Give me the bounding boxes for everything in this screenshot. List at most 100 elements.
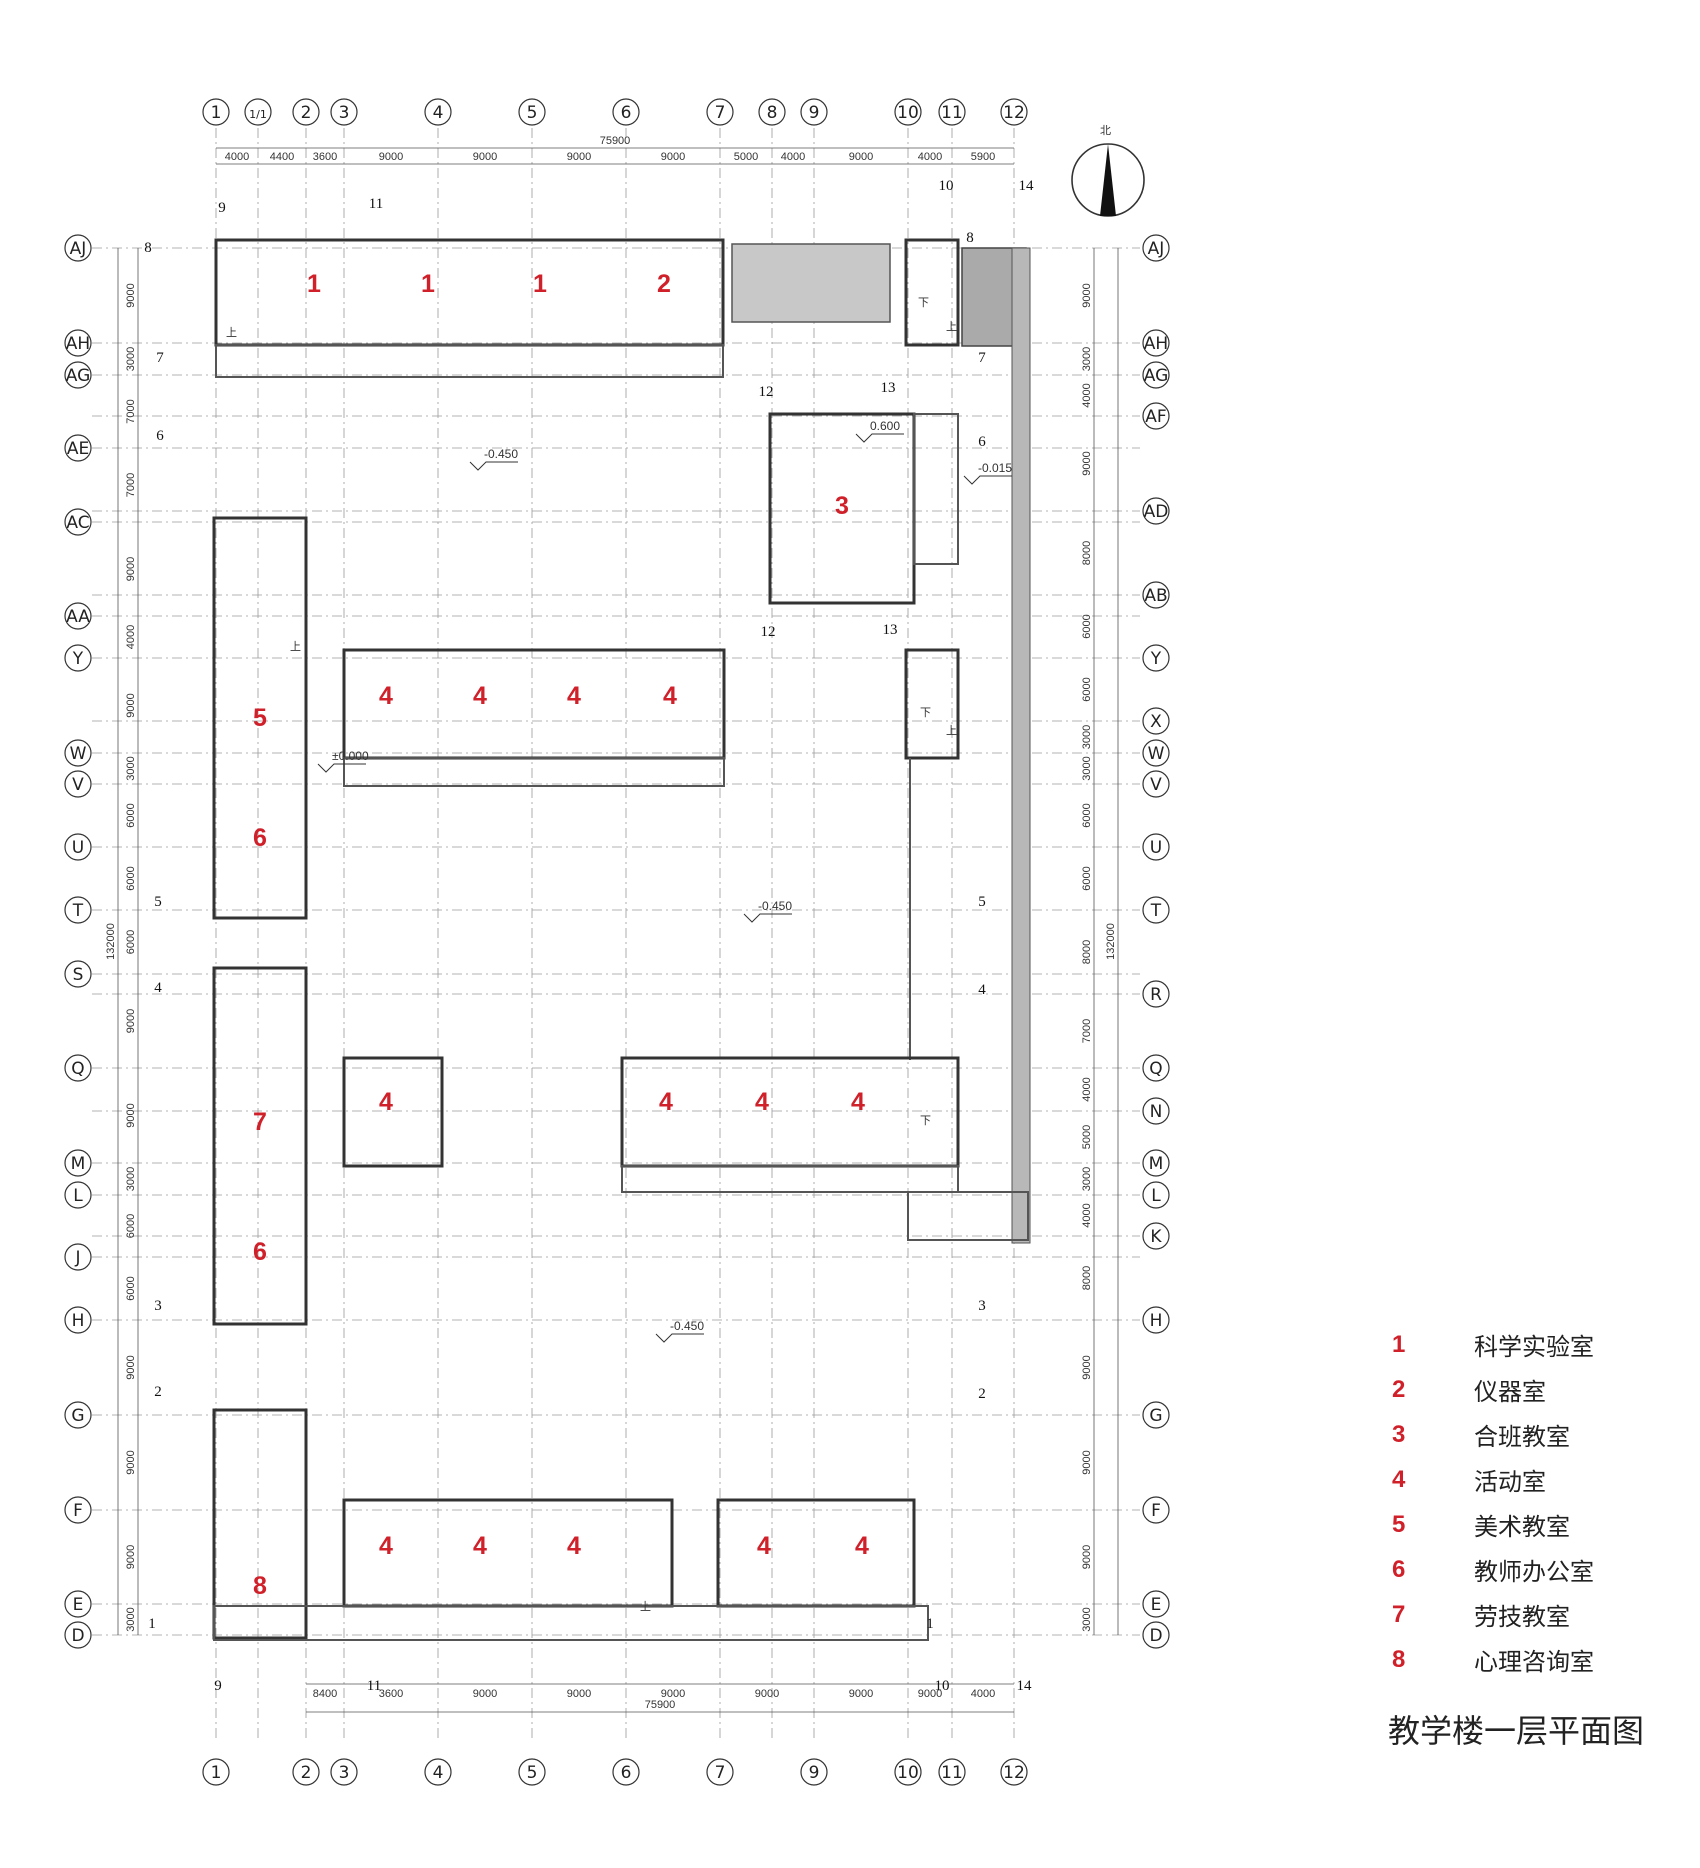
west-wing-upper xyxy=(212,516,308,920)
dim-value: 9000 xyxy=(1081,451,1093,475)
dim-value: 4000 xyxy=(918,151,942,163)
axis-label: Y xyxy=(72,649,84,669)
elevation-label: -0.450 xyxy=(758,899,792,913)
axis-bubble xyxy=(202,98,230,126)
axis-bubble xyxy=(1142,402,1170,430)
section-mark: 5 xyxy=(978,894,986,910)
elevation-symbol xyxy=(855,433,904,443)
room-number: 4 xyxy=(379,1532,393,1560)
dim-value: 6000 xyxy=(125,930,137,954)
axis-label: E xyxy=(1151,1595,1162,1615)
axis-bubble xyxy=(1142,770,1170,798)
room-number: 4 xyxy=(473,1532,487,1560)
dim-value: 9000 xyxy=(661,1688,685,1700)
axis-bubble xyxy=(800,1758,828,1786)
axis-bubble xyxy=(1000,98,1028,126)
dim-value: 9000 xyxy=(849,1688,873,1700)
section-mark: 7 xyxy=(156,350,164,366)
dim-value: 6000 xyxy=(125,803,137,827)
legend-label: 科学实验室 xyxy=(1474,1333,1594,1361)
axis-label: H xyxy=(1150,1311,1163,1331)
lecture-hall-annex xyxy=(913,413,959,565)
section-mark: 3 xyxy=(978,1298,986,1314)
grid-lines xyxy=(92,128,1140,1740)
axis-bubble xyxy=(64,739,92,767)
axis-bubble xyxy=(518,1758,546,1786)
axis-bubble xyxy=(706,98,734,126)
dim-value: 6000 xyxy=(1081,803,1093,827)
axis-label: Q xyxy=(1149,1059,1162,1079)
elevation-label: -0.450 xyxy=(670,1319,704,1333)
axis-label: M xyxy=(1149,1154,1164,1174)
dim-value: 8400 xyxy=(313,1688,337,1700)
legend-number: 7 xyxy=(1392,1600,1406,1628)
axis-bubble xyxy=(1142,1097,1170,1125)
dim-value: 9000 xyxy=(567,1688,591,1700)
section-mark: 2 xyxy=(978,1386,986,1402)
axis-bubble xyxy=(1142,833,1170,861)
section-mark: 10 xyxy=(935,1678,950,1694)
axis-label: AE xyxy=(67,439,89,459)
axis-label: AG xyxy=(66,366,91,386)
section-mark: 12 xyxy=(761,624,776,640)
axis-label: AA xyxy=(66,607,90,627)
activity-row-south-a xyxy=(342,1498,674,1608)
elevation-label: -0.015 xyxy=(978,461,1012,475)
dim-value: 9000 xyxy=(567,151,591,163)
east-passage xyxy=(907,1191,1029,1241)
axis-bubble xyxy=(1142,1621,1170,1649)
section-mark: 8 xyxy=(966,230,974,246)
dim-value: 3000 xyxy=(125,347,137,371)
east-stair-upper xyxy=(904,648,960,760)
axis-label: AH xyxy=(66,334,90,354)
axis-label: 7 xyxy=(715,1763,726,1783)
northeast-stair-block xyxy=(904,238,960,347)
room-number: 6 xyxy=(253,1238,267,1266)
axis-label: N xyxy=(1150,1102,1163,1122)
axis-bubble xyxy=(1142,497,1170,525)
axis-label: AD xyxy=(1144,502,1169,522)
dim-value: 3600 xyxy=(313,151,337,163)
dim-value: 5000 xyxy=(1081,1125,1093,1149)
section-mark: 7 xyxy=(978,350,986,366)
axis-label: G xyxy=(1149,1406,1162,1426)
legend-label: 美术教室 xyxy=(1474,1513,1570,1541)
axis-bubble xyxy=(706,1758,734,1786)
axis-label: 1 xyxy=(211,103,222,123)
dim-value: 3000 xyxy=(1081,347,1093,371)
axis-bubble xyxy=(330,98,358,126)
section-mark: 3 xyxy=(154,1298,162,1314)
dim-value: 6000 xyxy=(125,1276,137,1300)
axis-bubble xyxy=(758,98,786,126)
section-mark: 9 xyxy=(214,1678,222,1694)
dim-value: 9000 xyxy=(125,693,137,717)
axis-bubble xyxy=(1142,1149,1170,1177)
axis-label: 3 xyxy=(339,103,350,123)
section-mark: 1 xyxy=(926,1616,934,1632)
room-number: 1 xyxy=(533,270,547,298)
axis-bubble xyxy=(1142,1306,1170,1334)
axis-bubble xyxy=(518,98,546,126)
room-number: 4 xyxy=(567,1532,581,1560)
axis-label: AH xyxy=(1144,334,1168,354)
dim-value: 9000 xyxy=(379,151,403,163)
south-west-block xyxy=(212,1408,308,1640)
dim-value: 4000 xyxy=(781,151,805,163)
axis-label: D xyxy=(71,1626,84,1646)
axis-label: F xyxy=(1151,1501,1161,1521)
axis-bubble xyxy=(244,98,272,126)
axis-bubble xyxy=(1142,234,1170,262)
dim-value: 9000 xyxy=(755,1688,779,1700)
legend-number: 6 xyxy=(1392,1555,1406,1583)
room-number: 4 xyxy=(379,1088,393,1116)
dim-value: 6000 xyxy=(125,866,137,890)
section-mark: 1 xyxy=(148,1616,156,1632)
axis-label: T xyxy=(1150,901,1162,921)
section-mark: 5 xyxy=(154,894,162,910)
elevation-symbol xyxy=(317,763,366,773)
